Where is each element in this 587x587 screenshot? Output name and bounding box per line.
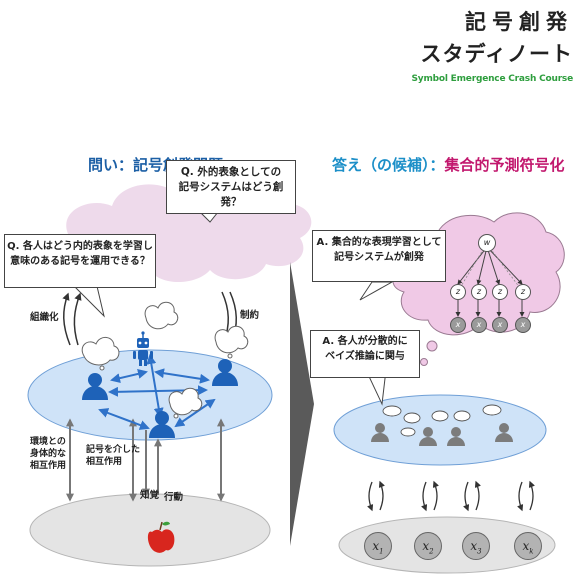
graph-node-bottom-label: x xyxy=(520,320,526,329)
answer-heading-key: 答え（の候補）： xyxy=(332,156,445,174)
observation-node: x1 xyxy=(364,532,392,560)
graph-node-bottom: x xyxy=(471,317,487,333)
graph-node-top: w xyxy=(478,234,496,252)
graph-node-mid-label: z xyxy=(520,287,526,296)
brand-subtitle: Symbol Emergence Crash Course xyxy=(411,74,574,84)
observation-node: x3 xyxy=(462,532,490,560)
answer-individual-callout: A. 各人が分散的に ベイズ推論に関与 xyxy=(310,330,420,378)
right-society-ellipse xyxy=(333,394,547,466)
symbolic-interaction-label: 記号を介した 相互作用 xyxy=(86,445,141,467)
graph-node-top-label: w xyxy=(483,238,491,247)
question-internal-callout: Q. 各人はどう内的表象を学習し 意味のある記号を運用できる？ xyxy=(4,234,156,288)
observation-node: xk xyxy=(514,532,542,560)
graph-node-bottom-label: x xyxy=(476,320,482,329)
graph-node-bottom: x xyxy=(450,317,466,333)
physical-interaction-label: 環境との 身体的な 相互作用 xyxy=(30,437,67,471)
graph-node-bottom-label: x xyxy=(455,320,461,329)
question-heading-key: 問い： xyxy=(88,156,134,174)
graphical-model-dashed-edges xyxy=(459,247,521,289)
person-icon xyxy=(149,411,175,438)
observation-label: x xyxy=(372,539,380,553)
brand-title-line2: スタディノート xyxy=(420,42,573,66)
graphical-model-edges xyxy=(455,246,525,317)
callout-tail-collective xyxy=(359,281,394,301)
graph-node-bottom-label: x xyxy=(497,320,503,329)
graph-node-mid: z xyxy=(471,284,487,300)
person-icon xyxy=(212,359,238,386)
graph-node-mid-label: z xyxy=(497,287,503,296)
organize-arrows xyxy=(62,292,82,346)
observation-subscript: 3 xyxy=(477,547,482,556)
action-label: 行動 xyxy=(164,492,184,503)
robot-icon xyxy=(133,331,153,366)
graph-node-bottom: x xyxy=(515,317,531,333)
brand-title: 記号創発 スタディノート Symbol Emergence Crash Cour… xyxy=(411,6,574,84)
graph-node-mid-label: z xyxy=(455,287,461,296)
graph-node-mid: z xyxy=(515,284,531,300)
observation-label: x xyxy=(422,539,430,553)
world-ellipse xyxy=(29,493,271,567)
thought-bubbles-left xyxy=(81,301,249,419)
observation-label: x xyxy=(470,539,478,553)
graph-node-mid: z xyxy=(450,284,466,300)
observation-subscript: 2 xyxy=(429,547,434,556)
graph-node-mid-label: z xyxy=(476,287,482,296)
observation-node: x2 xyxy=(414,532,442,560)
person-icon xyxy=(82,373,108,400)
observation-subscript: k xyxy=(529,547,534,556)
constraint-label: 制約 xyxy=(240,310,260,321)
graph-node-mid: z xyxy=(492,284,508,300)
organize-label: 組織化 xyxy=(30,312,59,323)
agents-right xyxy=(371,423,513,446)
transition-arrow-shape xyxy=(290,262,314,546)
answer-heading: 答え（の候補）：集合的予測符号化 xyxy=(332,154,565,175)
answer-collective-callout: A. 集合的な表現学習として 記号システムが創発 xyxy=(312,230,446,282)
question-external-callout: Q. 外的表象としての 記号システムはどう創発？ xyxy=(166,160,296,214)
speech-bubbles-right xyxy=(382,404,502,437)
vertical-arrows-left xyxy=(66,418,225,502)
brand-title-line1: 記号創発 xyxy=(465,10,573,34)
observation-label: x xyxy=(522,539,530,553)
perception-label: 知覚 xyxy=(140,490,160,501)
graph-node-bottom: x xyxy=(492,317,508,333)
vertical-arrows-right xyxy=(367,480,535,512)
observation-subscript: 1 xyxy=(379,547,384,556)
answer-heading-value: 集合的予測符号化 xyxy=(444,156,565,174)
society-ellipse xyxy=(27,349,273,441)
right-world-ellipse xyxy=(338,516,556,574)
apple-icon xyxy=(147,521,175,553)
